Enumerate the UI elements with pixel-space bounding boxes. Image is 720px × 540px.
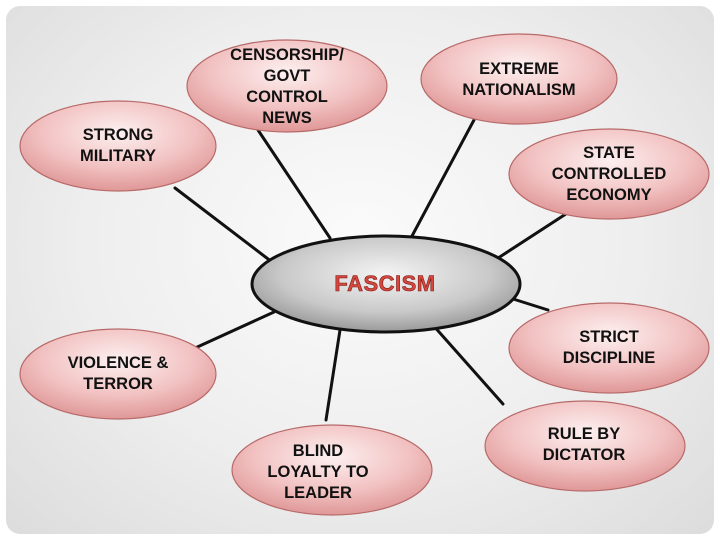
label-extreme-nationalism: EXTREME NATIONALISM [439,58,599,102]
label-line: GOVT [263,67,311,85]
label-line: STATE [583,144,635,162]
label-line: EXTREME [479,60,559,78]
label-strong-military: STRONG MILITARY [38,124,198,168]
label-line: DISCIPLINE [562,349,656,367]
connector-censorship [256,128,332,240]
label-line: CONTROLLED [551,165,667,183]
label-line: VIOLENCE & [67,354,169,372]
outer-nodes [19,33,710,516]
connector-strong-military [173,186,274,264]
node-violence-terror [19,328,217,420]
node-strong-military [19,100,217,192]
label-line: MILITARY [79,147,157,165]
label-strict-discipline: STRICT DISCIPLINE [529,326,689,370]
label-line: NEWS [262,109,312,127]
node-extreme-nationalism [420,33,618,125]
label-line: LEADER [284,484,352,502]
node-blind-loyalty [231,424,433,516]
label-line: CENSORSHIP/ [230,46,344,64]
connector-state-controlled-economy [490,208,574,264]
label-violence-terror: VIOLENCE & TERROR [38,352,198,396]
label-line: LOYALTY TO [267,463,369,481]
label-line: BLIND [292,442,344,460]
connectors [173,118,574,422]
node-rule-by-dictator [484,400,686,492]
label-line: TERROR [83,375,153,393]
connector-extreme-nationalism [410,118,476,238]
center-node [250,234,522,334]
center-label: FASCISM [334,271,436,297]
label-line: DICTATOR [542,446,626,464]
label-line: STRONG [82,126,154,144]
label-rule-by-dictator: RULE BY DICTATOR [504,423,664,467]
label-line: ECONOMY [566,186,652,204]
label-blind-loyalty: BLIND LOYALTY TO LEADER [238,440,398,505]
connector-rule-by-dictator [430,322,505,406]
label-censorship: CENSORSHIP/ GOVT CONTROL NEWS [207,44,367,130]
connector-blind-loyalty [324,328,342,422]
connector-strict-discipline [508,296,550,312]
label-line: CONTROL [246,88,328,106]
label-line: RULE BY [547,425,621,443]
node-strict-discipline [508,302,710,394]
label-line: STRICT [579,328,639,346]
node-censorship [186,39,388,133]
label-line: NATIONALISM [462,81,576,99]
label-state-controlled-economy: STATE CONTROLLED ECONOMY [529,142,689,207]
node-state-controlled-economy [508,128,710,220]
